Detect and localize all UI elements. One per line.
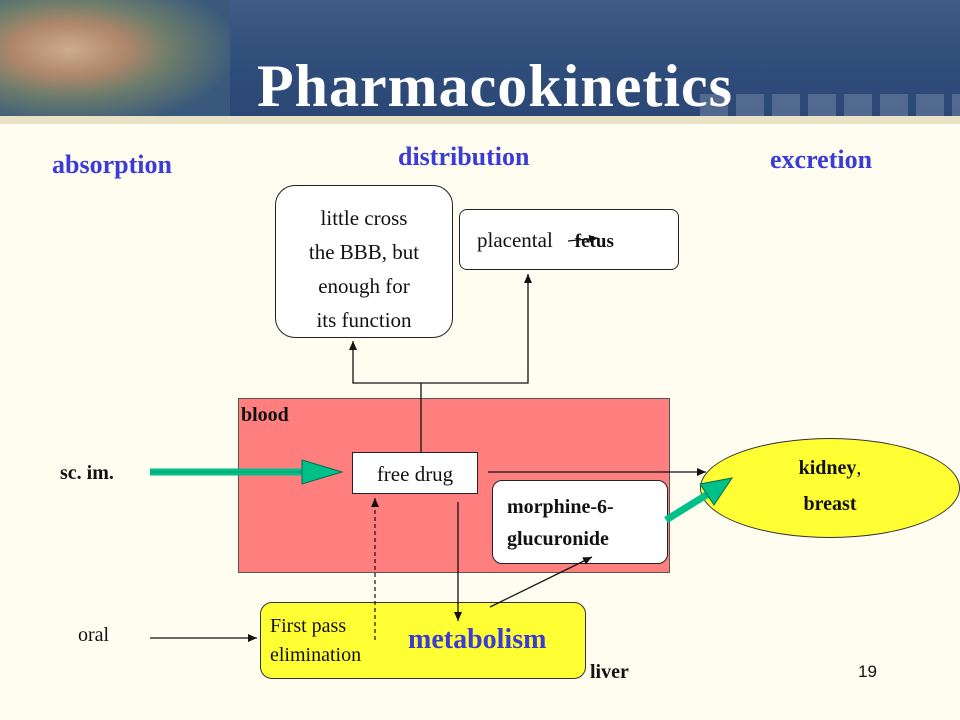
bbb-line-1: little cross — [320, 206, 408, 230]
breast-text: breast — [803, 493, 857, 515]
liver-box — [260, 602, 586, 679]
placental-text: placental — [477, 228, 553, 252]
fetus-arrow — [567, 234, 599, 243]
parenteral-route-label: sc. im. — [60, 462, 114, 484]
oral-route-label: oral — [78, 624, 110, 646]
bbb-line-4: its function — [316, 308, 412, 332]
bbb-box: little cross the BBB, but enough for its… — [275, 185, 453, 338]
distribution-label: distribution — [398, 142, 530, 171]
placental-arrow — [421, 274, 532, 384]
metabolite-line-1: morphine-6- — [507, 496, 614, 518]
bbb-arrow — [349, 341, 421, 384]
bbb-line-3: enough for — [318, 274, 410, 298]
absorption-label: absorption — [52, 150, 172, 179]
title-banner — [0, 0, 960, 124]
liver-to-metabolite-arrow — [489, 556, 593, 608]
excretion-ellipse — [700, 438, 960, 538]
metabolite-to-kidney-teal-arrow — [664, 477, 734, 523]
liver-label: liver — [590, 661, 629, 683]
kidney-text: kidney — [798, 457, 857, 479]
metabolite-box: morphine-6- glucuronide — [492, 480, 668, 564]
blood-label: blood — [241, 404, 289, 426]
banner-strip — [0, 116, 960, 124]
first-pass-line-2: elimination — [270, 644, 362, 666]
parenteral-teal-arrow — [150, 459, 344, 485]
first-pass-line-1: First pass — [270, 615, 347, 637]
free-drug-text: free drug — [376, 462, 454, 486]
first-pass-text: First pass elimination — [270, 612, 361, 670]
slide-title: Pharmacokinetics — [257, 53, 733, 119]
kidney-comma: , — [856, 457, 862, 479]
banner-photo — [0, 0, 230, 124]
free-drug-box: free drug — [352, 452, 478, 494]
excretion-target: kidney, breast — [760, 450, 900, 522]
bbb-line-2: the BBB, but — [308, 240, 420, 264]
metabolite-line-2: glucuronide — [507, 528, 609, 550]
page-number: 19 — [858, 662, 877, 681]
excretion-label: excretion — [770, 145, 873, 174]
metabolism-text: metabolism — [408, 624, 547, 655]
